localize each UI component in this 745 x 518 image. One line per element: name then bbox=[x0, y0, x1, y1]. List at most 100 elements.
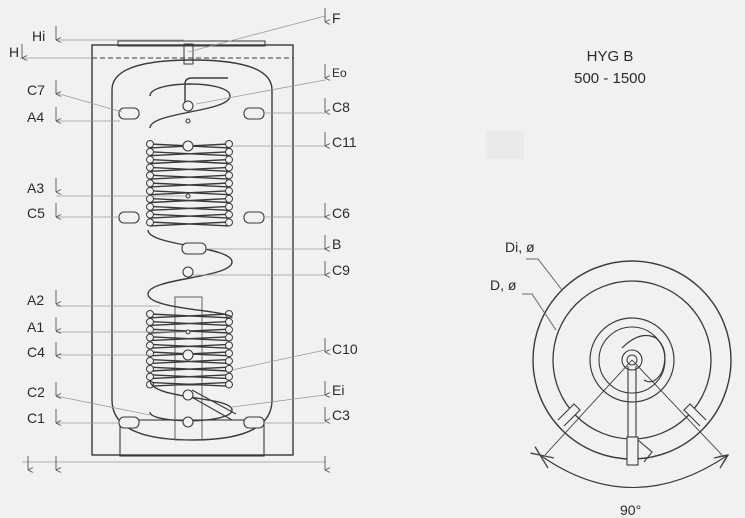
left-labels: Hi H C7 A4 A3 C5 A2 A1 C4 C2 C1 bbox=[9, 28, 45, 426]
coil-end-cap bbox=[146, 140, 154, 148]
coil-end-cap bbox=[146, 187, 154, 196]
label-C10: C10 bbox=[332, 341, 358, 357]
coil-end-cap bbox=[146, 155, 154, 164]
socket-C9 bbox=[182, 266, 194, 278]
top-view bbox=[522, 258, 732, 488]
top-lid bbox=[117, 40, 266, 47]
label-inner-diameter: Di, ø bbox=[505, 239, 535, 255]
model-range: 500 - 1500 bbox=[574, 70, 646, 87]
angle-ray-left bbox=[544, 359, 633, 456]
coil-end-cap bbox=[146, 194, 154, 203]
right-labels: F Eo C8 C11 C6 B C9 C10 Ei C3 bbox=[332, 10, 358, 423]
socket-C8 bbox=[243, 107, 265, 120]
label-C3: C3 bbox=[332, 407, 350, 423]
label-B: B bbox=[332, 236, 341, 252]
coil-end-cap bbox=[225, 140, 233, 148]
socket-Ei bbox=[182, 389, 194, 401]
label-A1: A1 bbox=[27, 319, 44, 335]
center-ring bbox=[621, 349, 643, 371]
coil-end-cap bbox=[146, 364, 154, 373]
angle-ray-right bbox=[631, 359, 723, 456]
label-C2: C2 bbox=[27, 384, 45, 400]
label-Ei: Ei bbox=[332, 382, 344, 398]
coil-end-cap bbox=[225, 171, 233, 180]
coil-end-cap bbox=[146, 218, 154, 227]
socket-right-45 bbox=[683, 403, 707, 427]
coil-end-cap bbox=[146, 325, 154, 334]
socket-C10 bbox=[182, 349, 194, 361]
sensor-A4 bbox=[185, 118, 191, 124]
coil-end-cap bbox=[146, 357, 154, 366]
coil-end-cap bbox=[146, 171, 154, 180]
coil-end-cap bbox=[146, 179, 154, 188]
label-H: H bbox=[9, 44, 19, 60]
coil-end-cap bbox=[225, 155, 233, 164]
coil-end-cap bbox=[225, 317, 233, 326]
coil-end-cap bbox=[225, 364, 233, 373]
coil-end-cap bbox=[225, 333, 233, 342]
flange-outer bbox=[589, 317, 675, 403]
vertical-pipe bbox=[627, 366, 637, 440]
socket-C1 bbox=[118, 416, 140, 429]
coil-end-cap bbox=[225, 325, 233, 334]
label-angle: 90° bbox=[620, 502, 641, 518]
left-dimension-ticks bbox=[21, 26, 56, 470]
left-leaders bbox=[20, 39, 326, 463]
coil-end-cap bbox=[146, 147, 154, 156]
coil-end-cap bbox=[225, 187, 233, 196]
arrow-left-head bbox=[539, 454, 555, 469]
label-C4: C4 bbox=[27, 344, 45, 360]
label-A3: A3 bbox=[27, 180, 44, 196]
coil-end-cap bbox=[225, 349, 233, 358]
coil-end-cap bbox=[225, 210, 233, 219]
coil-end-cap bbox=[225, 194, 233, 203]
inlet-diagonal-2 bbox=[191, 389, 237, 415]
coil-outlet-pipe bbox=[184, 77, 228, 110]
inlet-diagonal bbox=[187, 394, 233, 421]
coil-end-cap bbox=[146, 333, 154, 342]
coil-end-cap bbox=[146, 310, 154, 318]
model-name: HYG B bbox=[587, 48, 634, 65]
d-leader bbox=[522, 293, 557, 331]
socket-Eo bbox=[182, 100, 194, 112]
label-Hi: Hi bbox=[32, 28, 45, 44]
socket-B bbox=[181, 242, 207, 255]
coil-end-cap bbox=[225, 341, 233, 350]
coil-end-cap bbox=[225, 202, 233, 211]
inner-vessel bbox=[111, 59, 273, 441]
coil-end-cap bbox=[225, 380, 233, 389]
coil-end-cap bbox=[225, 357, 233, 366]
label-C11: C11 bbox=[332, 134, 357, 150]
lower-coil bbox=[146, 310, 233, 389]
socket-C5 bbox=[118, 211, 140, 224]
label-A2: A2 bbox=[27, 292, 44, 308]
coil-end-cap bbox=[146, 210, 154, 219]
top-connector bbox=[183, 43, 194, 65]
upper-coil bbox=[146, 140, 233, 227]
right-leaders bbox=[187, 15, 326, 424]
label-C5: C5 bbox=[27, 205, 45, 221]
socket-C11 bbox=[182, 140, 194, 152]
label-C6: C6 bbox=[332, 205, 350, 221]
label-C7: C7 bbox=[27, 82, 45, 98]
sockets bbox=[118, 100, 265, 429]
coil-end-cap bbox=[146, 163, 154, 172]
socket-C3 bbox=[243, 416, 265, 429]
model-title: HYG B 500 - 1500 bbox=[574, 48, 646, 87]
faint-patch bbox=[486, 131, 524, 159]
label-C8: C8 bbox=[332, 99, 350, 115]
label-Eo: Eo bbox=[332, 66, 347, 80]
label-A4: A4 bbox=[27, 109, 44, 125]
coil-end-cap bbox=[146, 372, 154, 381]
socket-C2 bbox=[182, 416, 194, 428]
socket-left-45 bbox=[557, 403, 581, 427]
coil-end-cap bbox=[146, 317, 154, 326]
socket-C6 bbox=[243, 211, 265, 224]
coil-end-cap bbox=[146, 202, 154, 211]
center-dot bbox=[626, 354, 638, 366]
side-view bbox=[20, 8, 326, 470]
coil-end-cap bbox=[146, 341, 154, 350]
arrow-right-head bbox=[713, 454, 729, 469]
label-outer-diameter: D, ø bbox=[490, 277, 517, 293]
